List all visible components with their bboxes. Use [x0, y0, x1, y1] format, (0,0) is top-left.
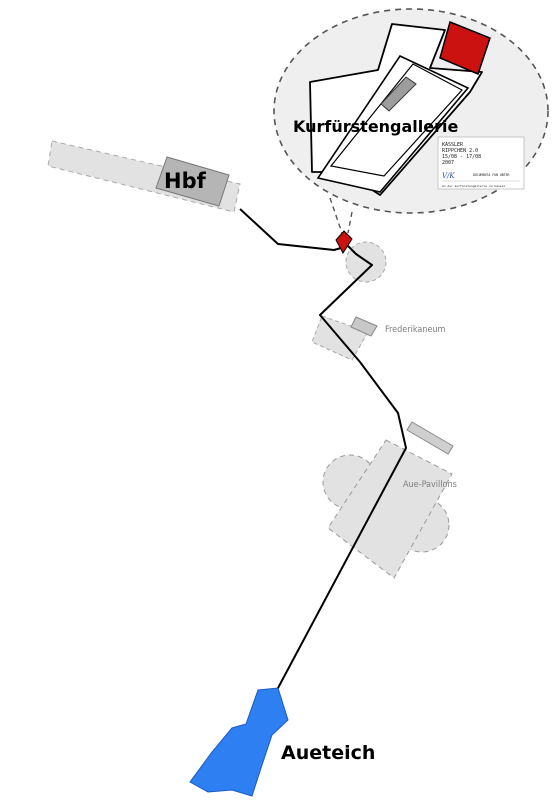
- poster-logo: V/K: [442, 172, 455, 180]
- label-aue-pavillons: Aue-Pavillons: [403, 480, 457, 490]
- walking-route[interactable]: [239, 208, 407, 689]
- poster-line-4: 2007: [442, 160, 454, 166]
- gallery-highlight: [439, 20, 491, 76]
- zoom-pointer: [329, 197, 353, 234]
- poster-line-3: 15/08 - 17/08: [442, 154, 481, 160]
- label-aueteich: Aueteich: [281, 742, 375, 764]
- poster-line-1: KASSLER: [442, 142, 464, 148]
- aueteich-water[interactable]: [189, 687, 289, 797]
- poster-footer: an der kurfürstengallerie zu kassel: [442, 184, 505, 188]
- aue-pavillons-area: [322, 439, 453, 579]
- poster-org: DOCUMENTA FUN UNTER: [473, 173, 510, 177]
- poster-line-2: RIPPCHEN 2.0: [442, 148, 478, 154]
- gallery-wing-inner: [329, 63, 463, 177]
- label-hbf: Hbf: [164, 169, 207, 193]
- event-poster: KASSLER RIPPCHEN 2.0 15/08 - 17/08 2007 …: [437, 136, 525, 190]
- frederikaneum-building: [350, 316, 378, 337]
- label-frederikaneum: Frederikaneum: [385, 325, 446, 335]
- gallery-room: [380, 76, 417, 112]
- aue-pavillons-bar: [406, 421, 454, 455]
- kurfuerstengallerie-marker[interactable]: [335, 230, 353, 254]
- hbf-building: [155, 156, 230, 207]
- label-kurfuerstengallerie: Kurfürstengallerie: [293, 117, 459, 136]
